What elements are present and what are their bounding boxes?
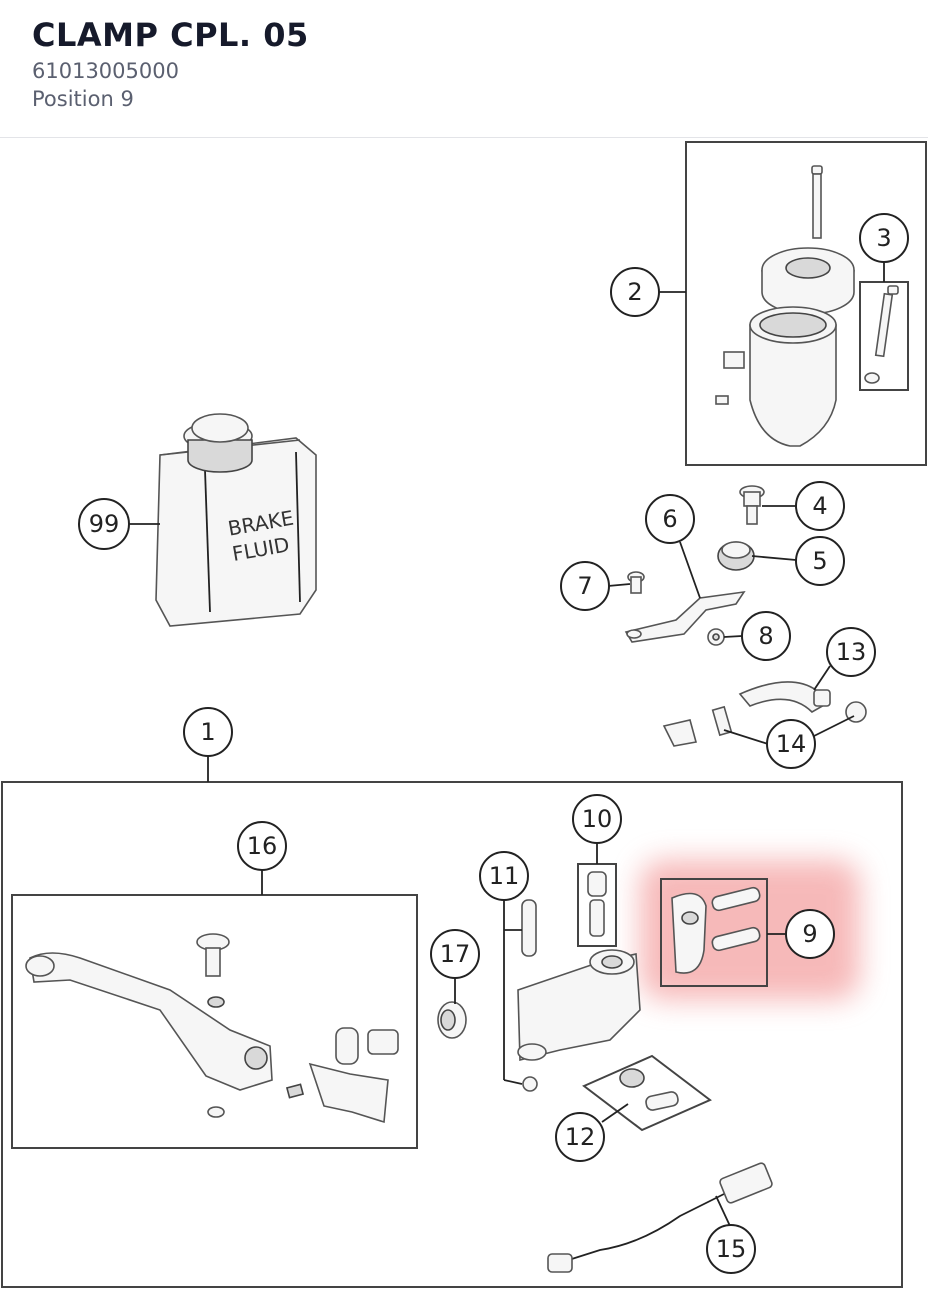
leader-lines [129,260,885,1227]
svg-text:9: 9 [802,920,817,948]
callout-3[interactable]: 3 [859,213,909,263]
svg-text:12: 12 [565,1123,596,1151]
callout-12[interactable]: 12 [555,1112,605,1162]
reservoir-cap [761,247,855,315]
lever-pivot-parts [207,1027,399,1124]
reservoir-body [715,306,837,447]
pin-item-11 [521,899,538,1092]
svg-text:11: 11 [489,862,520,890]
svg-text:6: 6 [662,505,677,533]
master-cylinder-body [517,949,641,1062]
svg-text:15: 15 [716,1235,747,1263]
callout-1[interactable]: 1 [183,707,233,757]
callout-5[interactable]: 5 [795,536,845,586]
svg-text:1: 1 [200,718,215,746]
brake-lever [25,952,273,1091]
svg-text:13: 13 [836,638,867,666]
callout-99[interactable]: 99 [78,498,130,550]
callout-13[interactable]: 13 [826,627,876,677]
svg-text:7: 7 [577,572,592,600]
part-number: 61013005000 [32,59,179,83]
callout-11[interactable]: 11 [479,851,529,901]
callout-8[interactable]: 8 [741,611,791,661]
part-header: CLAMP CPL. 05 61013005000 Position 9 [0,0,928,138]
switch-cable-item-15 [547,1162,773,1273]
callout-16[interactable]: 16 [237,821,287,871]
group-box-reservoir [685,141,927,466]
callout-9[interactable]: 9 [785,909,835,959]
hose-item-13 [738,681,831,713]
callout-17[interactable]: 17 [430,929,480,979]
position-label: Position 9 [32,87,134,111]
grommet-item-5 [717,541,755,571]
svg-text:4: 4 [812,492,827,520]
svg-text:2: 2 [627,278,642,306]
bleeder-item-10 [587,871,607,937]
group-box-item-9 [660,878,768,987]
svg-text:99: 99 [89,510,120,538]
callout-2[interactable]: 2 [610,267,660,317]
callout-14[interactable]: 14 [766,719,816,769]
svg-text:14: 14 [776,730,807,758]
group-box-item-12 [582,1054,712,1132]
screw-item-4 [739,485,765,525]
group-box-master-cylinder [1,781,903,1288]
nut-item-8 [707,628,725,646]
brake-fluid-can: BRAKE FLUID [155,413,317,627]
lever-adjuster [196,933,230,1008]
svg-text:17: 17 [440,940,471,968]
svg-text:10: 10 [582,805,613,833]
pin-item-3 [864,285,899,384]
bracket-item-6 [624,590,746,643]
exploded-diagram: BRAKE FLUID [0,138,928,1290]
seal-kit-item-12 [619,1068,679,1111]
svg-text:3: 3 [876,224,891,252]
callout-10[interactable]: 10 [572,794,622,844]
svg-text:5: 5 [812,547,827,575]
clamps-item-14 [662,701,867,747]
screw-item-7 [627,571,645,594]
callout-7[interactable]: 7 [560,561,610,611]
callout-15[interactable]: 15 [706,1224,756,1274]
cap-item-17 [437,1001,467,1039]
svg-text:8: 8 [758,622,773,650]
clamp-item-9 [671,886,761,974]
part-title: CLAMP CPL. 05 [32,16,309,54]
callout-4[interactable]: 4 [795,481,845,531]
group-box-lever [11,894,418,1149]
callout-6[interactable]: 6 [645,494,695,544]
svg-text:16: 16 [247,832,278,860]
reservoir-bolt [811,165,823,239]
